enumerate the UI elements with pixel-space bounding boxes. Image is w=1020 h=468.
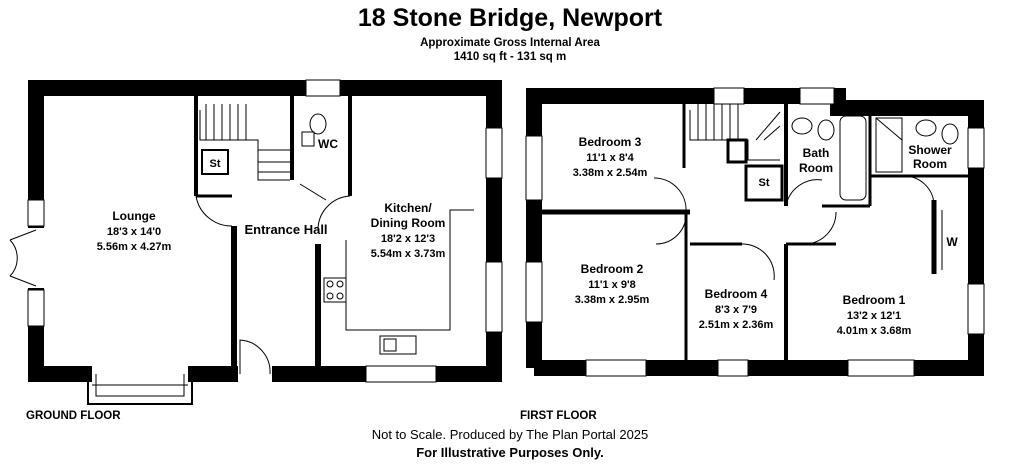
bedroom1-metric: 4.01m x 3.68m: [837, 325, 912, 337]
shower-name-1: Shower: [908, 143, 952, 157]
bedroom1-name: Bedroom 1: [843, 293, 906, 307]
plan-title: 18 Stone Bridge, Newport: [357, 4, 663, 32]
bath-tub: [839, 115, 867, 201]
ground-stairs: [199, 104, 292, 181]
front-door-swing: [239, 339, 271, 375]
bedroom4-metric: 2.51m x 2.36m: [699, 319, 774, 331]
bedroom3-door-swing: [653, 177, 687, 213]
shower-tray: [875, 117, 903, 173]
bathroom-name-2: Room: [799, 161, 833, 175]
bedroom3-window: [525, 135, 543, 201]
scale-note: Not to Scale. Produced by The Plan Porta…: [371, 427, 649, 442]
bedroom1-imperial: 13'2 x 12'1: [847, 310, 901, 322]
ground-store-name: St: [210, 158, 221, 170]
ground-floor-plan: Lounge 18'3 x 14'0 5.56m x 4.27m Entranc…: [9, 79, 503, 405]
first-store-name: St: [759, 177, 770, 189]
area-value: 1410 sq ft - 131 sq m: [453, 51, 567, 63]
first-stairs: [689, 104, 781, 164]
bathroom-name-1: Bath: [803, 146, 830, 160]
kitchen-name-1: Kitchen/: [384, 201, 432, 215]
bedroom4-name: Bedroom 4: [705, 287, 768, 301]
bedroom2-name: Bedroom 2: [581, 262, 644, 276]
entrance-hall-name: Entrance Hall: [244, 222, 327, 237]
bedroom3-imperial: 11'1 x 8'4: [586, 152, 634, 164]
wc-name: WC: [318, 137, 338, 151]
lounge-name: Lounge: [112, 209, 156, 223]
disclaimer: For Illustrative Purposes Only.: [416, 445, 604, 460]
bay-window: [87, 374, 193, 405]
lounge-window: [27, 199, 45, 227]
first-floor-plan: Bedroom 3 11'1 x 8'4 3.38m x 2.54m Bedro…: [525, 87, 985, 377]
bedroom4-imperial: 8'3 x 7'9: [715, 304, 757, 316]
kitchen-door-swing: [317, 195, 351, 231]
kitchen-imperial: 18'2 x 12'3: [381, 233, 435, 245]
kitchen-name-2: Dining Room: [371, 216, 446, 230]
shower-name-2: Room: [913, 157, 947, 171]
first-outer-wall: [526, 88, 984, 376]
kitchen-window: [485, 127, 503, 179]
wardrobe-name: W: [946, 235, 958, 249]
french-doors: [9, 229, 37, 287]
kitchen-sink: [379, 335, 417, 355]
ground-store: [201, 149, 229, 175]
wc-toilet: [309, 113, 327, 135]
bedroom3-metric: 3.38m x 2.54m: [573, 167, 648, 179]
first-floor-label: FIRST FLOOR: [520, 410, 597, 422]
bedroom2-imperial: 11'1 x 9'8: [588, 279, 635, 291]
kitchen-metric: 5.54m x 3.73m: [371, 248, 446, 260]
lounge-metric: 5.56m x 4.27m: [97, 241, 172, 253]
hob: [323, 277, 347, 303]
area-subtitle: Approximate Gross Internal Area: [420, 37, 600, 49]
lounge-imperial: 18'3 x 14'0: [107, 226, 161, 238]
lounge-door-swing: [195, 195, 233, 227]
bedroom3-name: Bedroom 3: [579, 135, 642, 149]
bedroom2-metric: 3.38m x 2.95m: [575, 294, 650, 306]
ground-floor-label: GROUND FLOOR: [26, 410, 121, 422]
first-store: [744, 164, 784, 202]
